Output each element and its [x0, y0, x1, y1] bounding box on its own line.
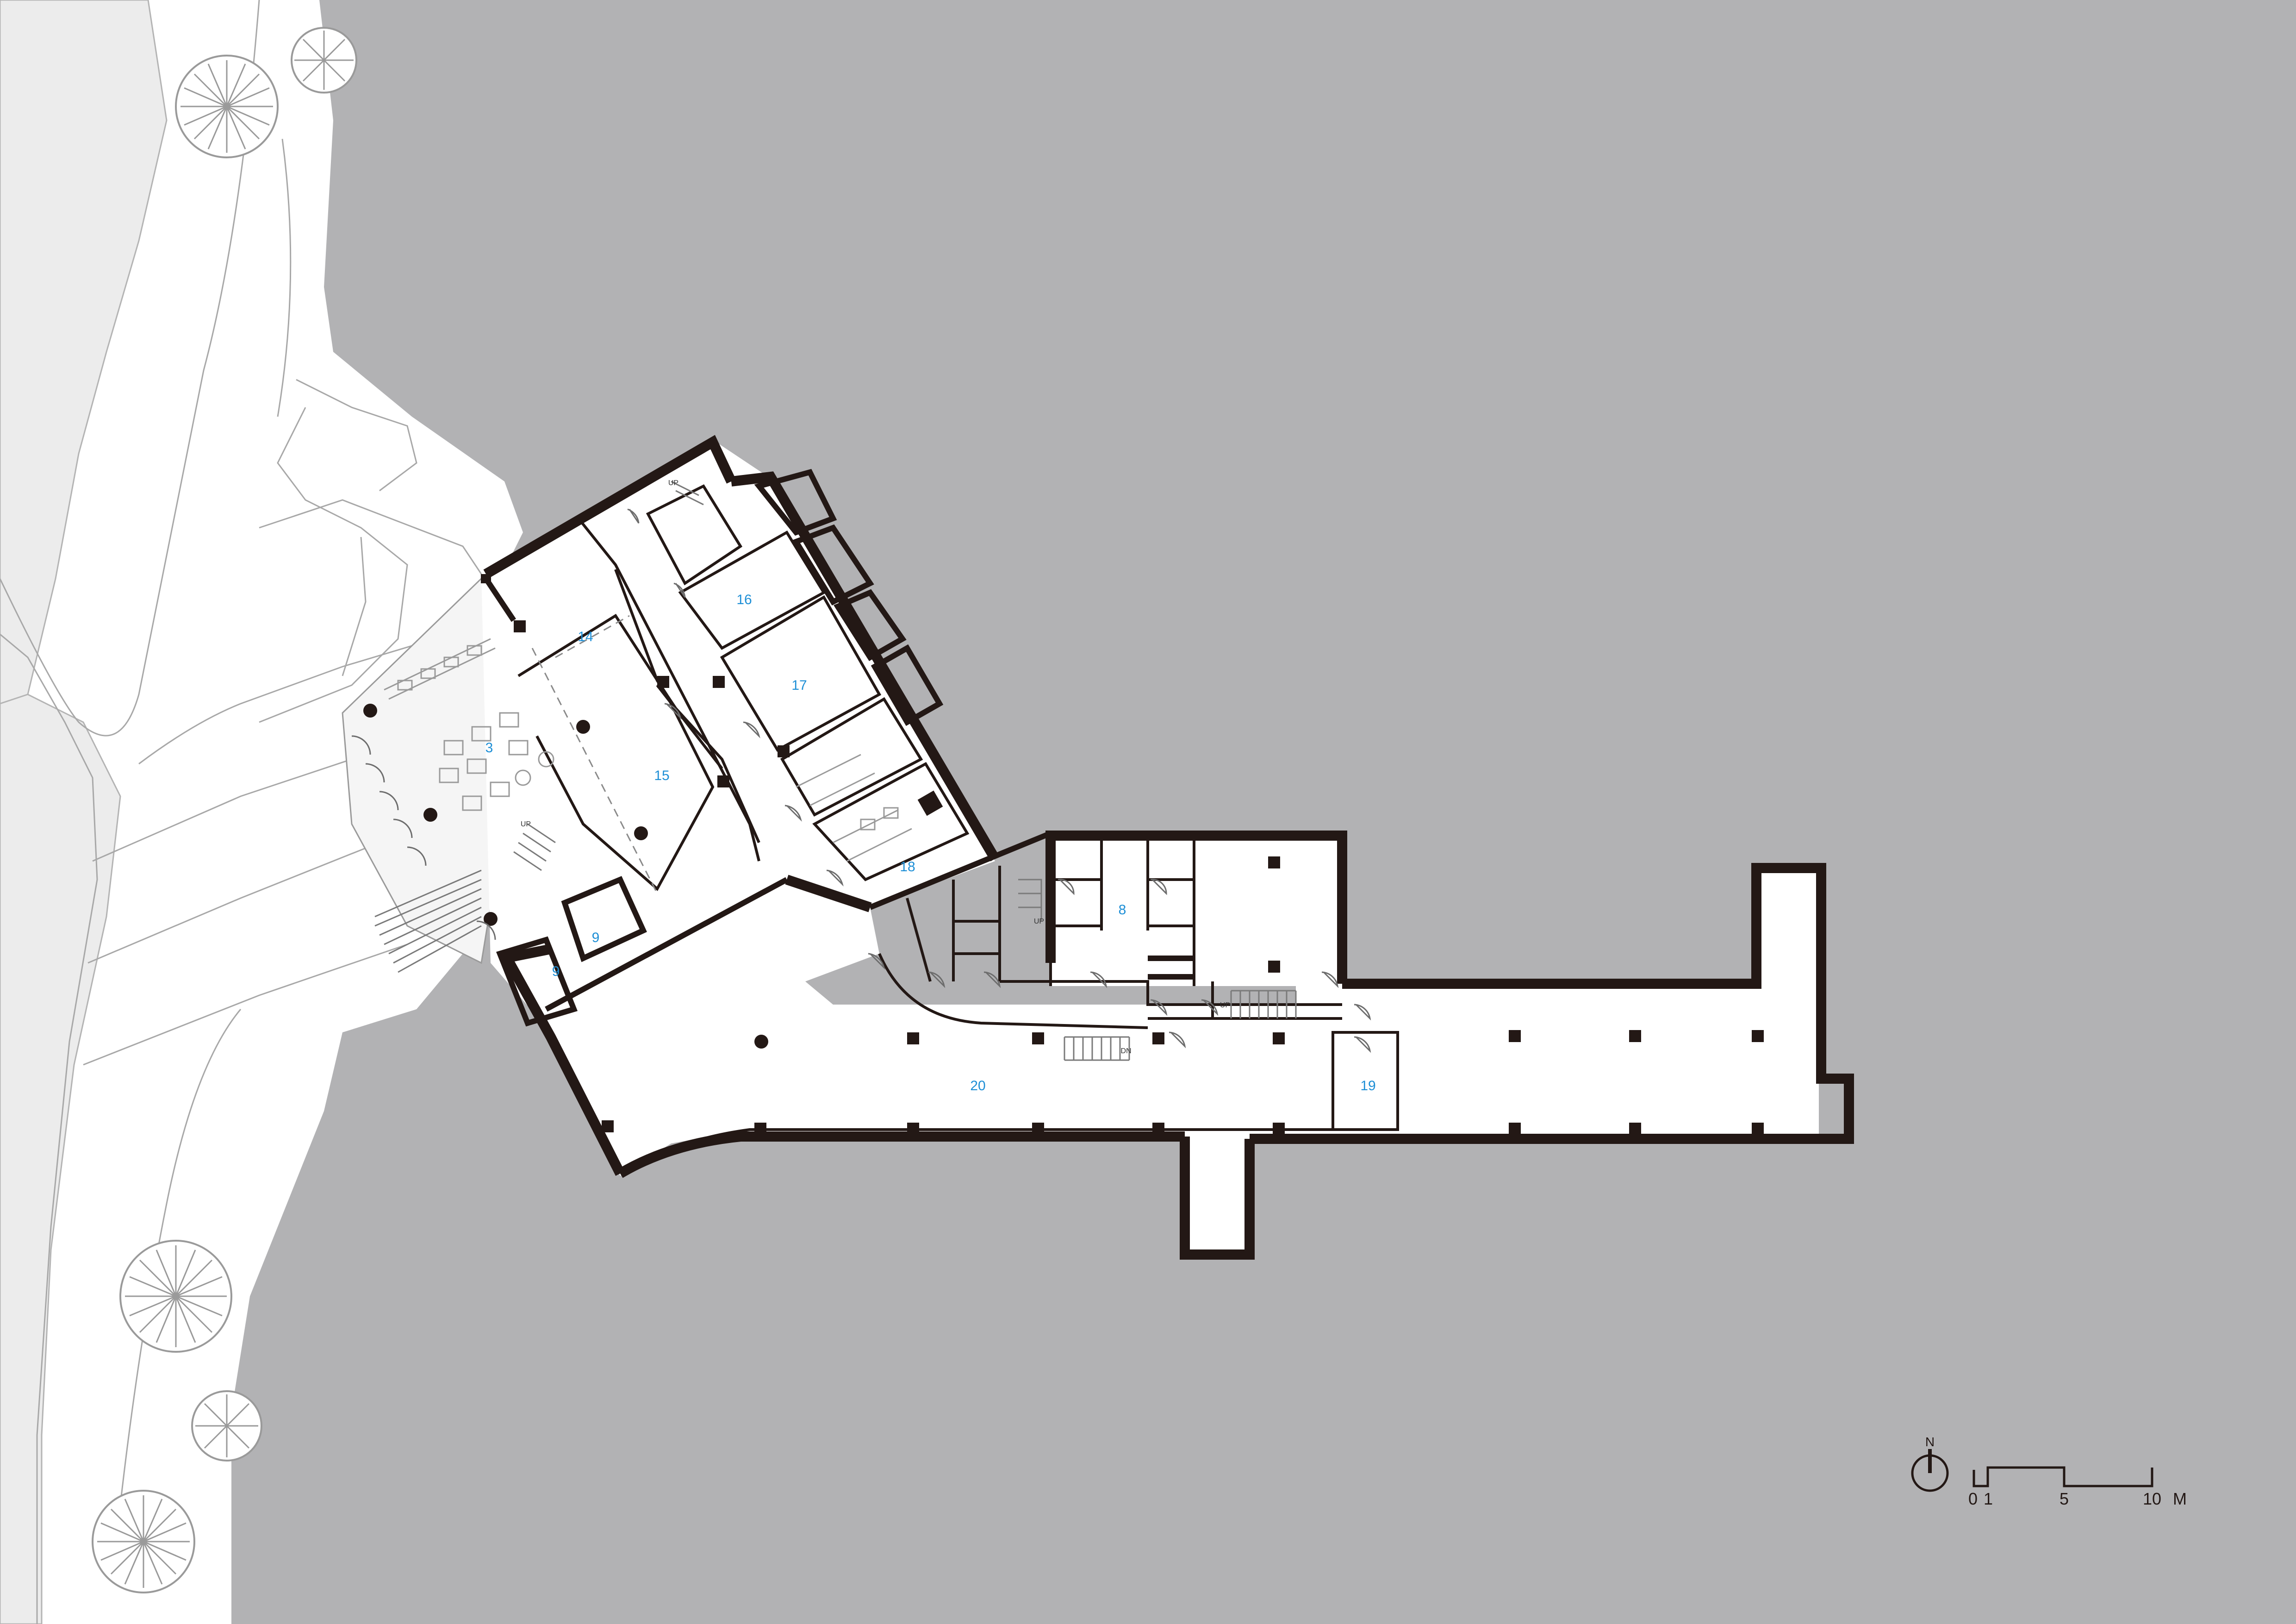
scale-tick-0: 0: [1968, 1489, 1978, 1508]
room-label-15: 15: [654, 768, 669, 783]
tree-icon: [119, 1240, 232, 1353]
stair-label-up: UP: [668, 479, 678, 487]
scale-unit: M: [2173, 1489, 2187, 1508]
scale-bar: 0 1 5 10 M: [1968, 1466, 2187, 1508]
columns: [363, 620, 1764, 1135]
road-band: [0, 0, 168, 742]
shore-land: [0, 0, 546, 1624]
tree-icon: [191, 1390, 262, 1462]
room-label-9a: 9: [592, 930, 600, 945]
stair-label-dn: DN: [1120, 1047, 1131, 1055]
room-label-16: 16: [736, 592, 752, 607]
room-label-3: 3: [485, 740, 493, 756]
tree-icon: [92, 1490, 195, 1593]
room-label-9b: 9: [552, 964, 560, 979]
trees: [92, 27, 357, 1593]
tree-icon: [291, 27, 357, 94]
north-arrow: N: [1911, 1435, 1949, 1492]
building: [351, 435, 1854, 1260]
stair-label-up: UP: [521, 820, 531, 828]
floor-east-block: [1051, 838, 1342, 986]
scale-tick-5: 5: [2060, 1489, 2069, 1508]
stairs: [513, 481, 1297, 1061]
stair-label-up: UP: [1220, 1001, 1230, 1009]
cafe-furniture: [384, 638, 554, 811]
room-label-19: 19: [1360, 1078, 1375, 1093]
room-18-furniture: [796, 754, 912, 862]
floor-east-wing: [1342, 870, 1819, 1139]
room-label-20: 20: [970, 1078, 985, 1093]
road-band-lower: [0, 693, 121, 1624]
scale-tick-1: 1: [1984, 1489, 1993, 1508]
room-label-17: 17: [791, 678, 807, 693]
stair-label-up: UP: [1034, 918, 1044, 925]
doors: [627, 508, 1371, 1053]
room-label-14: 14: [578, 629, 593, 644]
entrance-doors: [351, 735, 496, 940]
room-label-18: 18: [900, 859, 915, 874]
room-labels: 14 15 16 17 18 19 20 8 3 9 9: [485, 592, 1376, 1093]
room-label-8: 8: [1119, 902, 1126, 918]
stair-labels: UP UP UP DN UP: [521, 479, 1230, 1055]
scale-tick-10: 10: [2143, 1489, 2161, 1508]
floor-south-projection: [1185, 1134, 1250, 1255]
tree-icon: [175, 55, 279, 158]
floor-wing-north: [481, 440, 1462, 1176]
north-label: N: [1925, 1435, 1935, 1449]
